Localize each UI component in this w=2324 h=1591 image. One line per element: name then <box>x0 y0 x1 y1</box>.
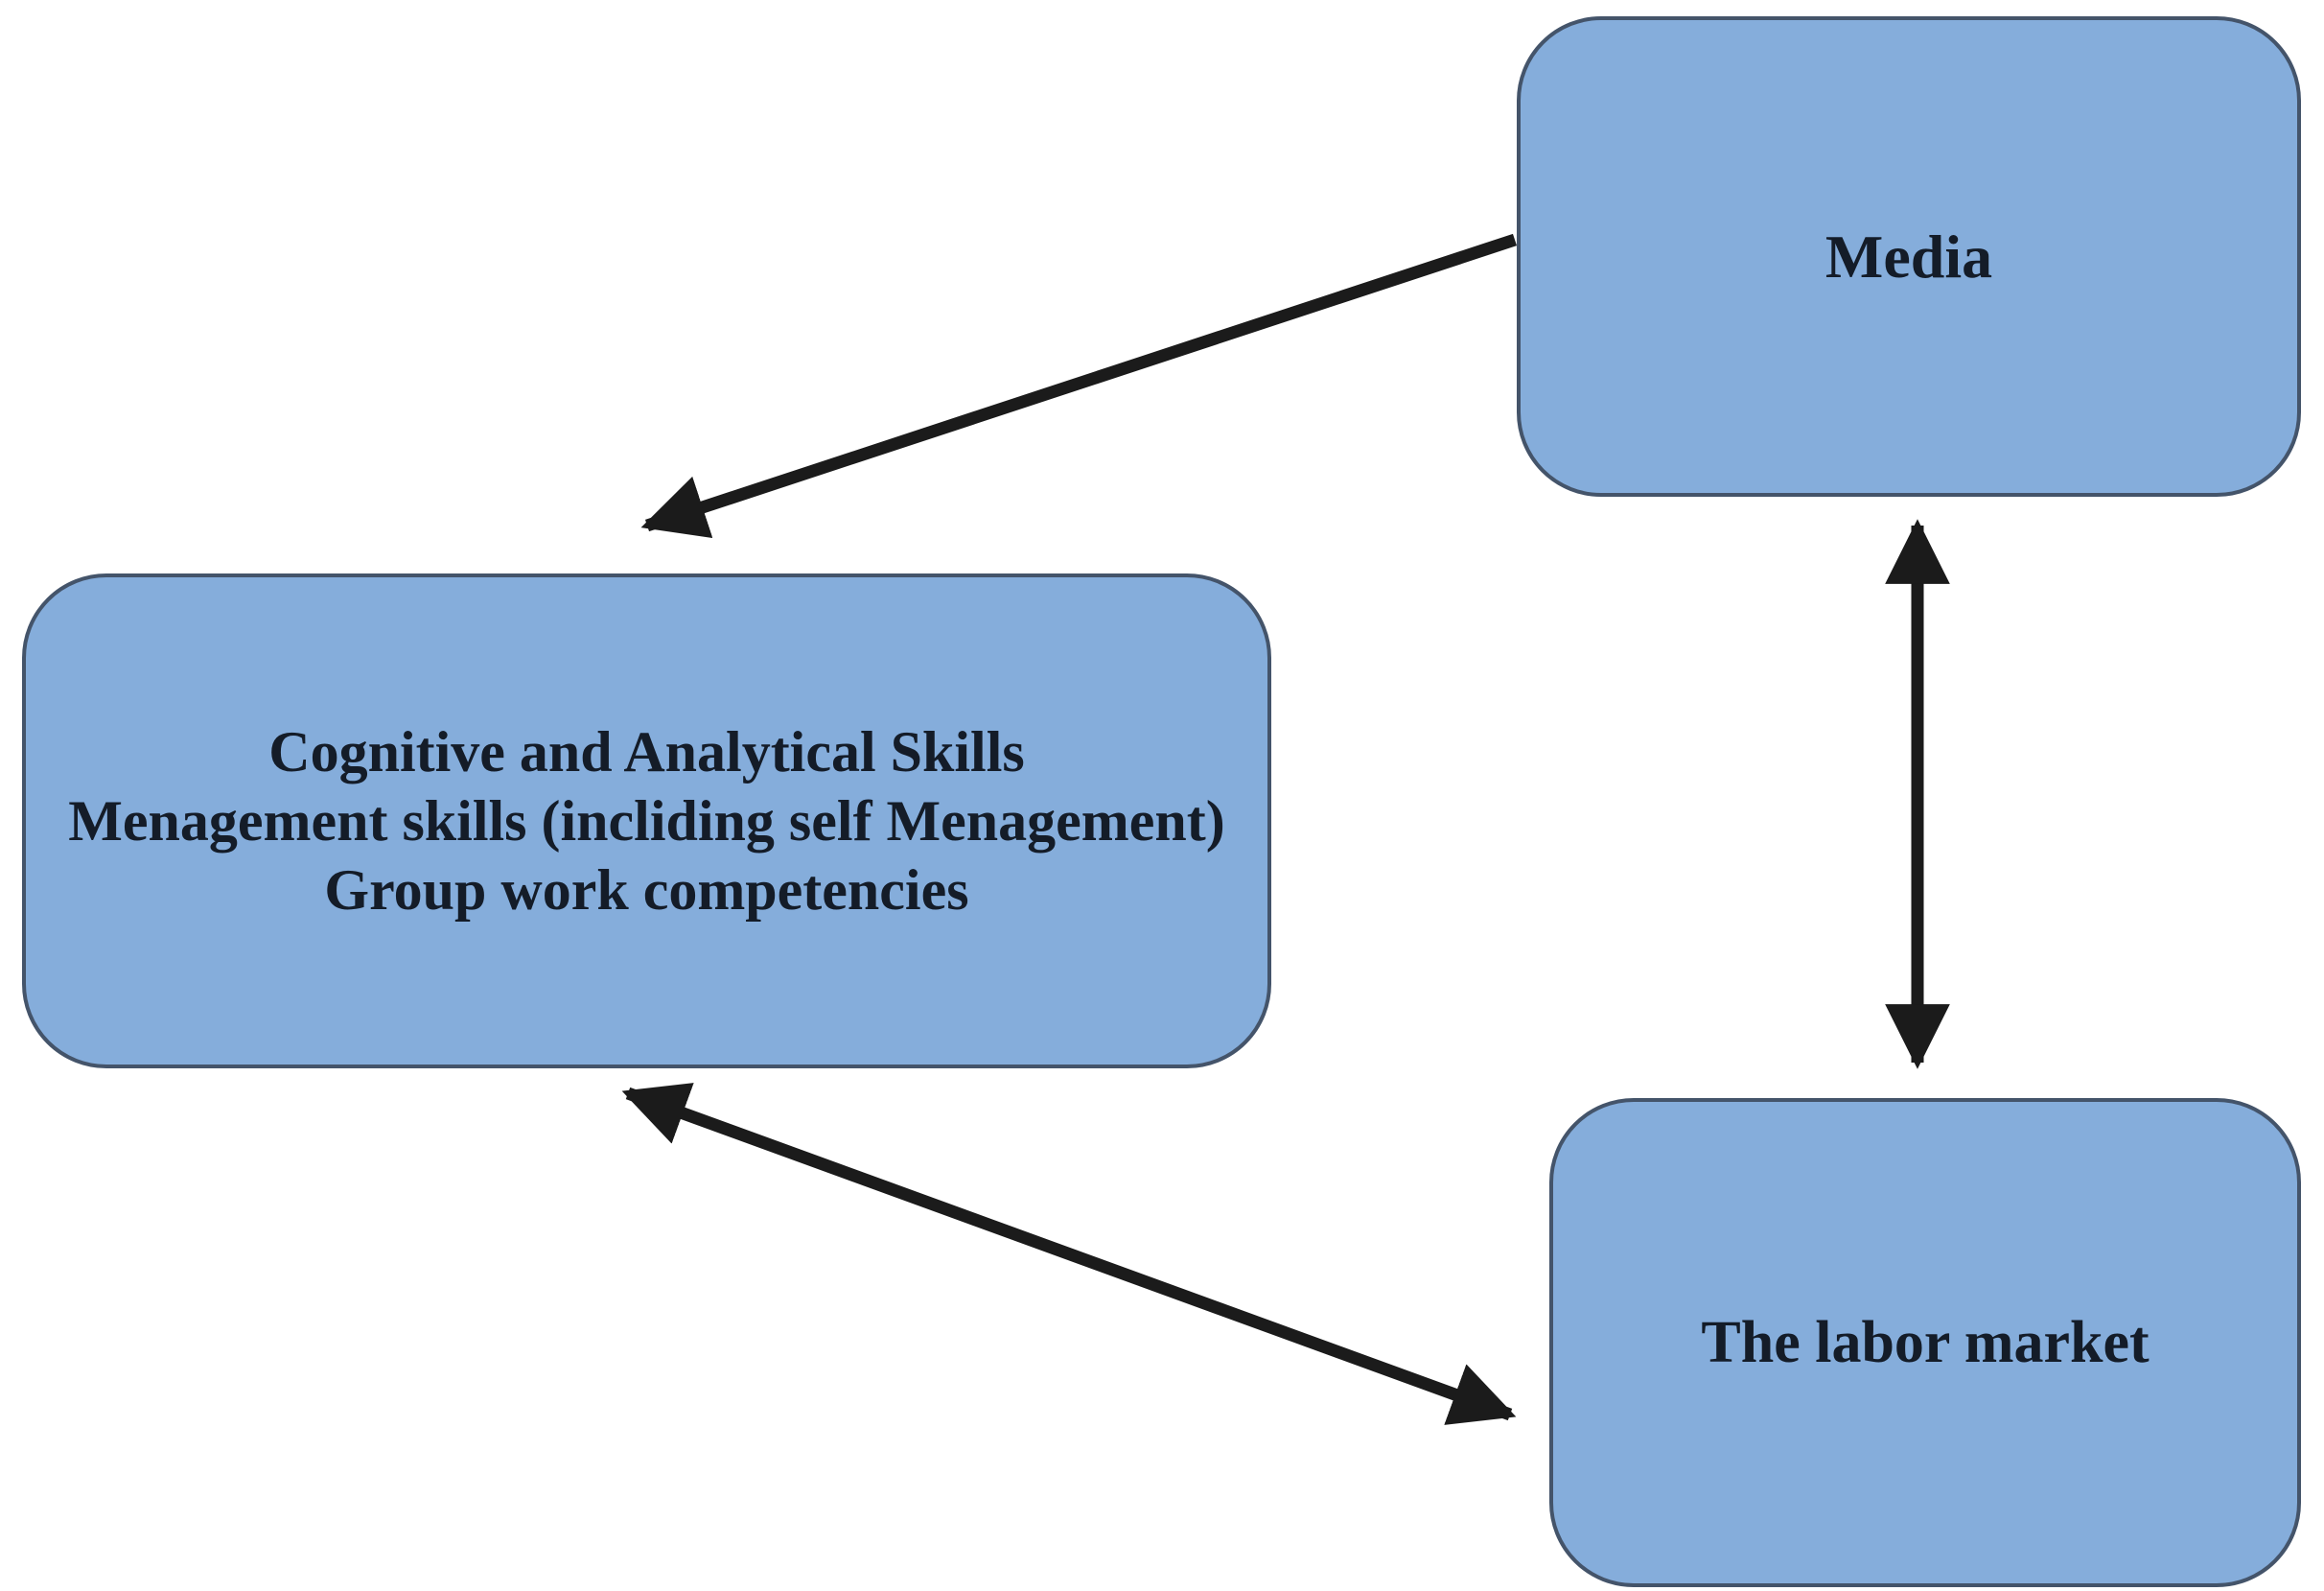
node-labor: The labor market <box>1549 1098 2301 1587</box>
arrow-media-to-skills <box>640 233 1518 539</box>
node-media: Media <box>1517 16 2301 497</box>
node-skills: Cognitive and Analytical Skills Menageme… <box>22 573 1271 1068</box>
node-labor-label: The labor market <box>1701 1309 2150 1375</box>
arrow-skills-labor <box>621 1083 1517 1425</box>
node-skills-line-1: Cognitive and Analytical Skills <box>268 720 1025 784</box>
node-media-label: Media <box>1824 222 1993 291</box>
node-skills-line-2: Menagement skills (incliding self Menage… <box>68 789 1225 853</box>
node-skills-line-3: Group work competencies <box>324 858 969 922</box>
